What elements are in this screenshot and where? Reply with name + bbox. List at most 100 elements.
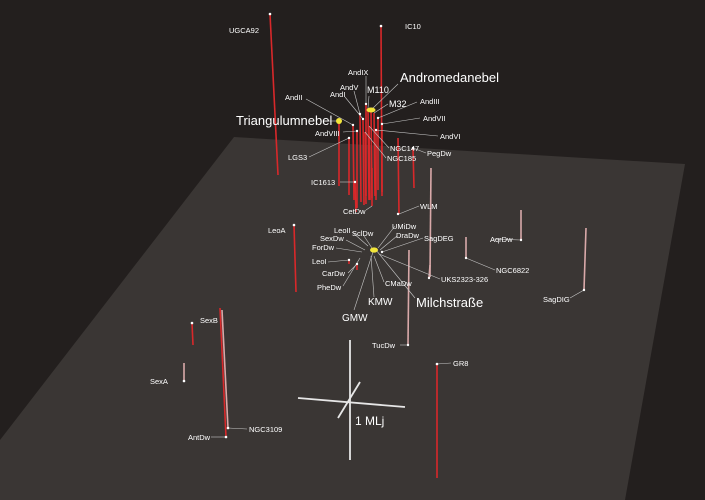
leader-leoii	[351, 231, 369, 247]
label-sextans: SexDw	[320, 234, 344, 243]
andiii-marker	[376, 116, 380, 120]
stem-sagdig	[583, 227, 587, 291]
label-aqrdw: AqrDw	[490, 235, 513, 244]
leader-gmw	[353, 251, 374, 311]
leader-sagdeg	[381, 237, 424, 253]
leader-m110	[367, 95, 370, 109]
leader-fornax	[335, 247, 363, 253]
ugca92-marker	[268, 12, 272, 16]
leader-aqrdw	[492, 238, 522, 241]
label-andviii: AndVIII	[315, 129, 340, 138]
leader-wlm	[398, 205, 420, 215]
sagdig-marker	[582, 288, 586, 292]
label-m110: M110	[367, 85, 389, 95]
leader-andv	[353, 90, 361, 115]
leader-andiii	[377, 101, 418, 119]
stem-m110	[367, 107, 370, 201]
label-ursaminor: UMiDw	[392, 222, 417, 231]
leader-phoenix	[342, 257, 361, 287]
stem-wlm	[397, 137, 400, 215]
label-andvii: AndVII	[423, 114, 446, 123]
stem-sagdeg	[429, 167, 432, 278]
ngc3109-marker	[226, 426, 230, 430]
label-gmw: GMW	[342, 313, 368, 324]
stem-andv	[359, 113, 362, 203]
label-andi: AndI	[330, 90, 345, 99]
leader-cetdw	[365, 205, 373, 211]
leader-andvi	[375, 129, 439, 137]
leader-andi	[344, 96, 364, 120]
triangulum-marker	[336, 118, 342, 124]
leader-ngc3109	[227, 427, 248, 430]
label-carina: CarDw	[322, 269, 346, 278]
aqrdw-marker	[519, 238, 523, 242]
stem-andi	[362, 118, 365, 206]
label-andv: AndV	[340, 83, 358, 92]
scale-label: 1 MLj	[355, 414, 384, 428]
andi-marker	[361, 117, 365, 121]
andviii-marker	[355, 129, 359, 133]
label-leoii: LeoII	[334, 226, 351, 235]
leader-andii	[305, 98, 354, 126]
label-andromeda: Andromedanebel	[400, 70, 499, 85]
label-antdw: AntDw	[188, 433, 211, 442]
andvii-marker	[380, 122, 384, 126]
stem-ngc147	[368, 125, 371, 201]
label-sagdig: SagDIG	[543, 295, 570, 304]
stem-ugca92	[269, 13, 279, 176]
label-ngc6822: NGC6822	[496, 266, 529, 275]
ic10-marker	[379, 24, 383, 28]
galaxy-labels: Andromedanebel Triangulumnebel Milchstra…	[150, 22, 570, 442]
stem-uks	[428, 264, 431, 279]
andvi-marker	[374, 128, 378, 132]
andv-marker	[358, 112, 362, 116]
leader-gr8	[436, 362, 452, 365]
galactic-reference-plane	[0, 137, 685, 500]
label-milkyway: Milchstraße	[416, 295, 483, 310]
label-lgs3: LGS3	[288, 153, 307, 162]
leader-milkyway	[375, 249, 416, 299]
label-andix: AndIX	[348, 68, 368, 77]
scale-bar-depth	[337, 381, 361, 419]
label-leoi: LeoI	[312, 257, 327, 266]
stem-ngc185	[364, 131, 367, 205]
stem-ic1613	[354, 181, 357, 213]
leader-ngc6822	[465, 257, 496, 271]
label-sculptor: SclDw	[352, 229, 374, 238]
leader-leoi	[327, 259, 350, 263]
label-ngc147: NGC147	[390, 144, 419, 153]
gr8-marker	[435, 362, 439, 366]
label-sagdeg: SagDEG	[424, 234, 454, 243]
label-cmadw: CMaDw	[385, 279, 412, 288]
ngc6822-marker	[464, 256, 468, 260]
label-leaders	[211, 76, 585, 438]
sagdeg-marker	[380, 250, 384, 254]
leader-lgs3	[308, 137, 350, 158]
stem-ic10	[380, 25, 383, 197]
leader-sextans	[345, 239, 366, 251]
leader-draco	[379, 235, 398, 251]
label-sexb: SexB	[200, 316, 218, 325]
leader-sculptor	[363, 235, 373, 249]
label-andii: AndII	[285, 93, 303, 102]
leader-andviii	[342, 130, 358, 133]
label-sexa: SexA	[150, 377, 168, 386]
label-kmw: KMW	[368, 297, 393, 308]
stem-andii	[352, 124, 355, 201]
leoi-marker	[347, 258, 351, 262]
stem-antdw	[219, 307, 227, 438]
label-andvi: AndVI	[440, 132, 460, 141]
stem-ngc3109	[221, 309, 229, 429]
dwarf-galaxy-markers	[182, 12, 586, 439]
scale-bar	[297, 340, 406, 460]
wlm-marker	[396, 212, 400, 216]
leader-sagdig	[569, 289, 585, 299]
sexa-marker	[182, 379, 186, 383]
leoa-marker	[292, 223, 296, 227]
label-gr8: GR8	[453, 359, 468, 368]
leader-ursaminor	[377, 225, 396, 249]
label-wlm: WLM	[420, 202, 438, 211]
label-ic1613: IC1613	[311, 178, 335, 187]
stem-tucdw	[407, 249, 410, 346]
